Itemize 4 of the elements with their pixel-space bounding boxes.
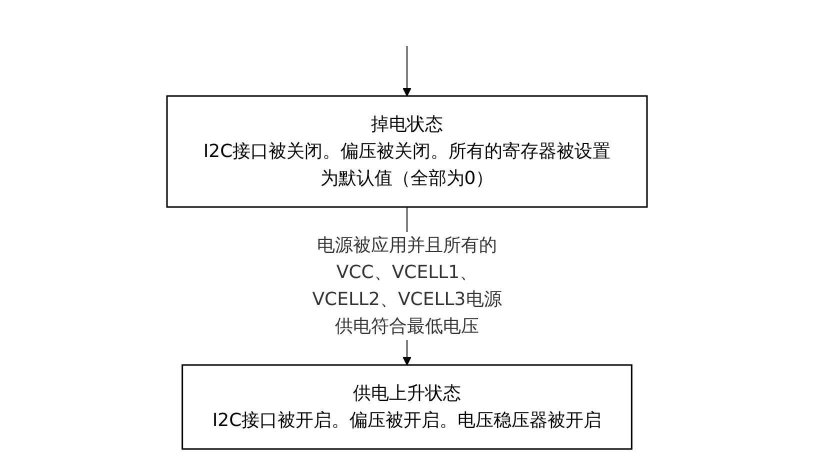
node-box: 掉电状态 I2C接口被关闭。偏压被关闭。所有的寄存器被设置为默认值（全部为0） [166,94,648,208]
edge-label: 电源被应用并且所有的VCC、VCELL1、VCELL2、VCELL3电源供电符合最低电压 [312,234,502,336]
arrow [402,45,411,96]
node-box: 供电上升状态 I2C接口被开启。偏压被开启。电压稳压器被开启 [181,364,632,450]
